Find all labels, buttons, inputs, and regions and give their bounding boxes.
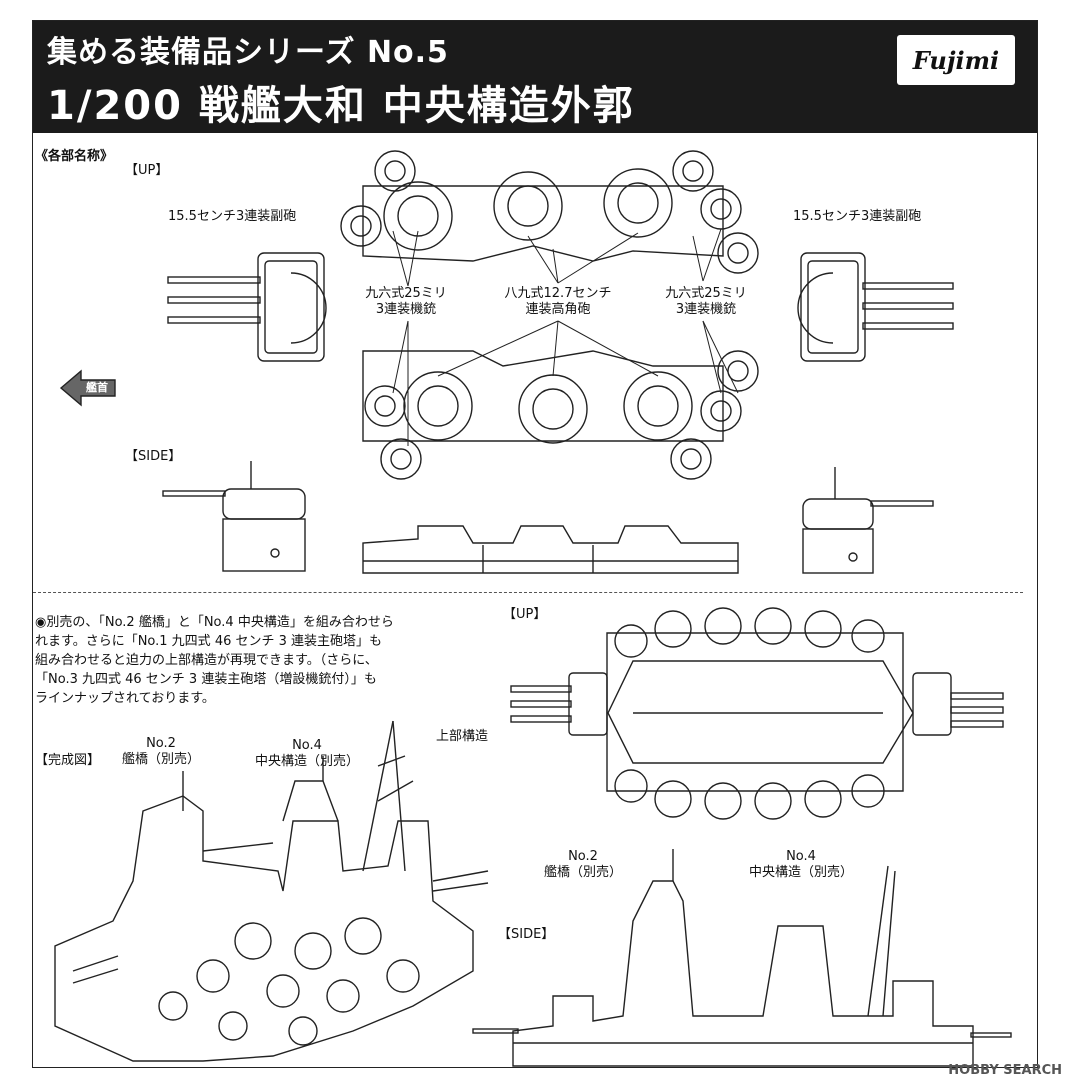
parts-names-heading: 《各部名称》 [35, 149, 114, 164]
up-view-label-combined: 【UP】 [503, 607, 547, 622]
product-title: 1/200 戦艦大和 中央構造外郭 [47, 83, 635, 129]
center-structure-label-side-number: No.4 [786, 849, 816, 864]
high-angle-gun-label: 八九式12.7センチ 連装高角砲 [495, 286, 621, 318]
aa-gun-label-right-line1: 九六式25ミリ [665, 286, 747, 301]
compatibility-note: ◉別売の、「No.2 艦橋」と「No.4 中央構造」を組み合わせら れます。さら… [35, 613, 465, 708]
bridge-label-completed-number: No.2 [146, 736, 176, 751]
aa-gun-label-right: 九六式25ミリ 3連装機銃 [651, 286, 761, 318]
high-angle-gun-label-line1: 八九式12.7センチ [504, 286, 612, 301]
side-view-label-combined: 【SIDE】 [498, 927, 555, 942]
secondary-turret-up-left-drawing [167, 252, 327, 362]
combined-plan-up-drawing [510, 607, 1004, 820]
upper-structure-label: 上部構造 [436, 729, 489, 744]
completed-view-label: 【完成図】 [35, 753, 101, 768]
bridge-label-completed: No.2 艦橋（別売） [121, 736, 201, 768]
bridge-label-side: No.2 艦橋（別売） [538, 849, 628, 881]
leader-lines [392, 228, 739, 446]
note-line-4: 「No.3 九四式 46 センチ 3 連装主砲塔（増設機銃付）」も [35, 672, 377, 687]
watermark: HOBBY SEARCH [948, 1063, 1062, 1078]
center-structure-label-side-text: 中央構造（別売） [748, 865, 853, 880]
secondary-turret-side-right-drawing [802, 467, 934, 574]
aa-gun-label-left: 九六式25ミリ 3連装機銃 [351, 286, 461, 318]
bow-label: 艦首 [86, 381, 108, 394]
center-structure-label-completed-text: 中央構造（別売） [254, 754, 359, 769]
completed-view-drawing [54, 720, 489, 1062]
bridge-label-side-number: No.2 [568, 849, 598, 864]
aa-gun-label-left-line2: 3連装機銃 [375, 302, 437, 317]
bridge-label-side-text: 艦橋（別売） [543, 865, 622, 880]
secondary-turret-side-left-drawing [162, 461, 306, 572]
header-banner: 集める装備品シリーズ No.5 1/200 戦艦大和 中央構造外郭 Fujimi [33, 21, 1037, 133]
secondary-gun-label-left: 15.5センチ3連装副砲 [168, 209, 297, 224]
center-structure-label-completed-number: No.4 [292, 738, 322, 753]
line-art-drawings [54, 150, 1012, 1067]
deck-side-elevation-drawing [362, 525, 739, 574]
secondary-turret-up-right-drawing [797, 252, 954, 362]
instruction-sheet: 集める装備品シリーズ No.5 1/200 戦艦大和 中央構造外郭 Fujimi [32, 20, 1038, 1068]
aa-gun-label-right-line2: 3連装機銃 [675, 302, 737, 317]
combined-side-elevation-drawing [472, 849, 1012, 1067]
brand-logo: Fujimi [897, 35, 1015, 85]
high-angle-gun-label-line2: 連装高角砲 [525, 302, 591, 317]
bridge-label-completed-text: 艦橋（別売） [121, 752, 200, 767]
up-view-label: 【UP】 [125, 163, 169, 178]
center-structure-label-completed: No.4 中央構造（別売） [251, 738, 363, 770]
note-line-2: れます。さらに「No.1 九四式 46 センチ 3 連装主砲塔」も [35, 634, 383, 649]
note-line-3: 組み合わせると迫力の上部構造が再現できます。（さらに、 [35, 653, 378, 668]
deck-plan-lower-drawing [362, 350, 759, 480]
note-line-5: ラインナップされております。 [35, 691, 215, 706]
aa-gun-label-left-line1: 九六式25ミリ [365, 286, 447, 301]
secondary-gun-label-right: 15.5センチ3連装副砲 [793, 209, 922, 224]
section-divider [33, 592, 1023, 593]
center-structure-label-side: No.4 中央構造（別売） [745, 849, 857, 881]
bow-arrow-icon [59, 369, 116, 407]
deck-plan-upper-drawing [340, 150, 759, 274]
series-title: 集める装備品シリーズ No.5 [47, 35, 449, 70]
note-line-1: ◉別売の、「No.2 艦橋」と「No.4 中央構造」を組み合わせら [35, 615, 394, 630]
side-view-label: 【SIDE】 [125, 449, 182, 464]
